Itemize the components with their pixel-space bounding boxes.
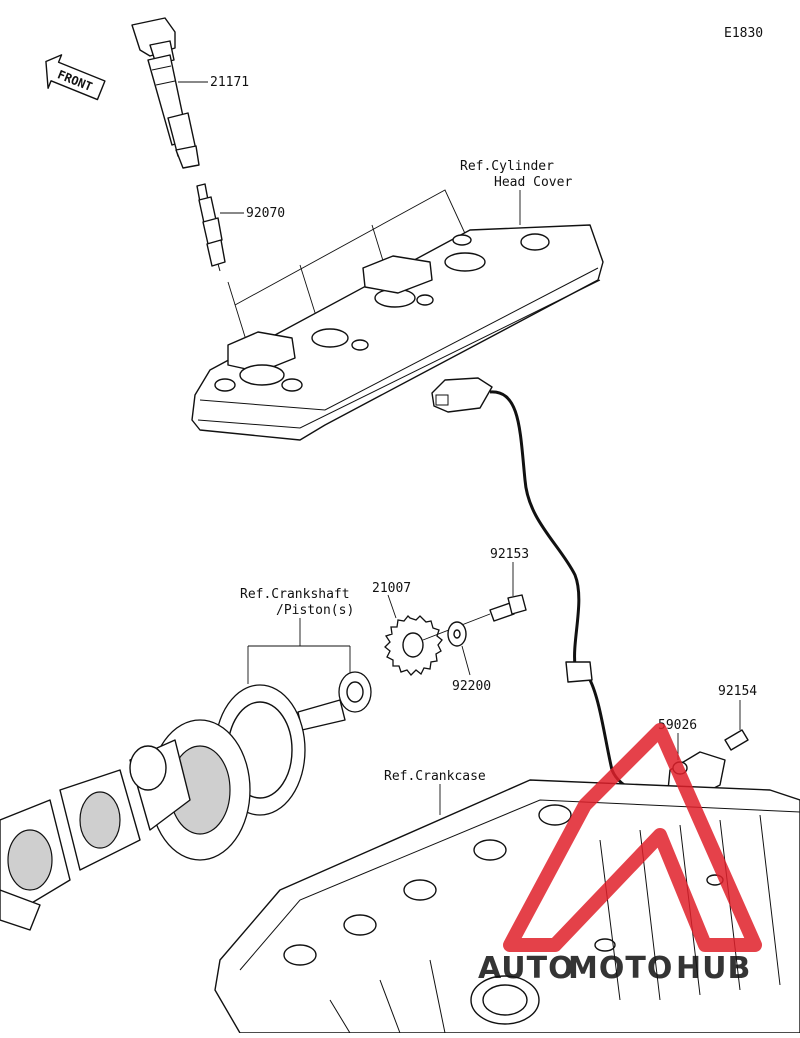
spark-plug[interactable] xyxy=(196,183,226,272)
label-21007: 21007 xyxy=(372,581,411,596)
watermark-text-hub: HUB xyxy=(676,951,751,986)
bolt-92154[interactable] xyxy=(724,729,749,751)
timing-rotor[interactable] xyxy=(384,613,491,676)
ref-crankshaft-line1: Ref.Crankshaft xyxy=(240,587,350,602)
label-92153: 92153 xyxy=(490,547,529,562)
label-21171: 21171 xyxy=(210,75,249,90)
watermark-text-auto: AUTO xyxy=(478,951,575,986)
label-92070: 92070 xyxy=(246,206,285,221)
ignition-coil[interactable] xyxy=(131,17,200,169)
front-arrow-icon: FRONT xyxy=(45,54,106,101)
watermark-text-moto: MOTO xyxy=(568,951,673,986)
ref-crankcase: Ref.Crankcase xyxy=(384,769,486,784)
cylinder-head-cover xyxy=(191,224,604,441)
label-59026: 59026 xyxy=(658,718,697,733)
diagram-code: E1830 xyxy=(724,26,763,41)
crankcase xyxy=(214,779,800,1034)
label-92200: 92200 xyxy=(452,679,491,694)
watermark-logo: AUTO MOTO HUB xyxy=(478,723,762,986)
watermark-triangle-icon xyxy=(503,723,762,952)
ref-cylinder-line1: Ref.Cylinder xyxy=(460,159,554,174)
bolt-92153[interactable] xyxy=(489,594,527,622)
label-92154: 92154 xyxy=(718,684,757,699)
washer-92200[interactable] xyxy=(447,621,467,647)
ref-cylinder-line2: Head Cover xyxy=(494,175,572,190)
sensor-connector xyxy=(431,377,493,413)
crankshaft xyxy=(0,671,372,931)
ref-crankshaft-line2: /Piston(s) xyxy=(276,603,354,618)
